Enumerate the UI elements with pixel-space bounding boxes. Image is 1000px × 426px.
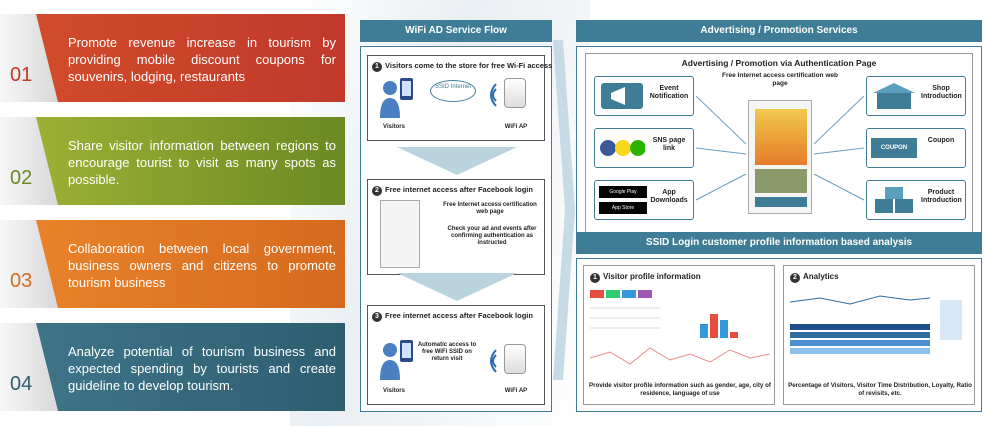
panel-caption: Provide visitor profile information such… xyxy=(589,382,771,397)
card-label: SNS page link xyxy=(652,137,686,152)
phone-photo xyxy=(755,169,807,193)
shop-introduction-card: Shop Introduction xyxy=(866,76,966,116)
wifi-ap-label: WiFi AP xyxy=(504,388,528,394)
phone-login-button xyxy=(755,197,807,207)
phone-caption: Free Internet access certification web p… xyxy=(722,72,838,87)
step-title-text: Visitors come to the store for free Wi-F… xyxy=(385,61,553,70)
benefit-item: 02 Share visitor information between reg… xyxy=(0,117,345,205)
wifi-signal-icon xyxy=(490,83,497,107)
advertising-header: Advertising / Promotion Services xyxy=(576,20,982,42)
item-number: 03 xyxy=(10,270,33,292)
advertising-subheader: Advertising / Promotion via Authenticati… xyxy=(681,58,877,68)
item-number: 02 xyxy=(10,167,33,189)
arrow-down-icon xyxy=(397,273,517,301)
coupon-card: COUPON Coupon xyxy=(866,128,966,168)
panel-number: 1 xyxy=(590,273,600,283)
item-band xyxy=(36,323,345,411)
product-boxes-icon xyxy=(875,187,913,213)
services-panel: Advertising / Promotion Services Adverti… xyxy=(576,20,982,412)
connector-arrows xyxy=(695,95,865,201)
service-flow-header: WiFi AD Service Flow xyxy=(360,20,552,42)
ssid-bubble: SSID Internet xyxy=(430,80,476,102)
step-number: 3 xyxy=(372,312,382,322)
wifi-signal-icon xyxy=(490,349,497,373)
step-title-text: Free internet access after Facebook logi… xyxy=(385,311,533,320)
wifi-ap-label: WiFi AP xyxy=(504,124,528,130)
item-text: Collaboration between local government, … xyxy=(68,241,336,290)
event-notification-card: Event Notification xyxy=(594,76,694,116)
item-band xyxy=(36,117,345,205)
item-number: 04 xyxy=(10,373,33,395)
phone-web-page xyxy=(748,100,812,214)
arrow-down-icon xyxy=(397,147,517,175)
app-downloads-card: Google Play App Store App Downloads xyxy=(594,180,694,220)
item-text: Promote revenue increase in tourism by p… xyxy=(68,35,336,84)
advertising-inner: Advertising / Promotion via Authenticati… xyxy=(585,53,973,235)
chevron-right-icon xyxy=(553,40,575,380)
sns-icons xyxy=(600,140,645,156)
panel-caption: Percentage of Visitors, Visitor Time Dis… xyxy=(788,382,972,397)
wifi-ap-device-icon xyxy=(504,78,526,108)
profile-dashboard-thumbnail xyxy=(590,290,770,365)
step-number: 2 xyxy=(372,186,382,196)
benefits-list: 01 Promote revenue increase in tourism b… xyxy=(0,14,345,414)
panel-title-text: Analytics xyxy=(803,272,839,281)
item-band xyxy=(36,220,345,308)
card-label: Product Introduction xyxy=(921,189,962,204)
advertising-box: Advertising / Promotion via Authenticati… xyxy=(576,46,982,242)
panel-title-text: Visitor profile information xyxy=(603,272,701,281)
phone-banner xyxy=(755,109,807,165)
item-band xyxy=(36,14,345,102)
visitor-with-phone-icon xyxy=(380,340,413,380)
shop-icon xyxy=(873,83,915,109)
certification-page-text: Free Internet access certification web p… xyxy=(443,202,537,215)
analysis-header: SSID Login customer profile information … xyxy=(576,232,982,254)
panel-number: 2 xyxy=(790,273,800,283)
sns-page-link-card: SNS page link xyxy=(594,128,694,168)
megaphone-icon xyxy=(601,83,643,109)
visitors-label: Visitors xyxy=(383,124,405,130)
step-number: 1 xyxy=(372,62,382,72)
step-title-text: Free internet access after Facebook logi… xyxy=(385,185,533,194)
card-label: Event Notification xyxy=(649,85,689,100)
visitor-with-phone-icon xyxy=(380,78,413,118)
item-number: 01 xyxy=(10,64,33,86)
visitors-label: Visitors xyxy=(383,388,405,394)
card-label: Coupon xyxy=(927,137,955,144)
card-label: Shop Introduction xyxy=(921,85,962,100)
google-play-badge: Google Play xyxy=(599,186,647,198)
benefit-item: 03 Collaboration between local governmen… xyxy=(0,220,345,308)
item-text: Share visitor information between region… xyxy=(68,138,336,187)
app-store-badge: App Store xyxy=(599,202,647,214)
phone-screenshot xyxy=(380,200,420,268)
card-label: App Downloads xyxy=(650,189,688,204)
product-introduction-card: Product Introduction xyxy=(866,180,966,220)
item-text: Analyze potential of tourism business an… xyxy=(68,344,336,393)
auto-access-text: Automatic access to free WiFi SSID on re… xyxy=(417,342,477,362)
benefit-item: 04 Analyze potential of tourism business… xyxy=(0,323,345,411)
analytics-dashboard-thumbnail xyxy=(790,295,962,354)
benefit-item: 01 Promote revenue increase in tourism b… xyxy=(0,14,345,102)
check-ad-text: Check your ad and events after confirmin… xyxy=(447,226,537,246)
coupon-ticket-icon: COUPON xyxy=(871,138,917,158)
wifi-ap-device-icon xyxy=(504,344,526,374)
